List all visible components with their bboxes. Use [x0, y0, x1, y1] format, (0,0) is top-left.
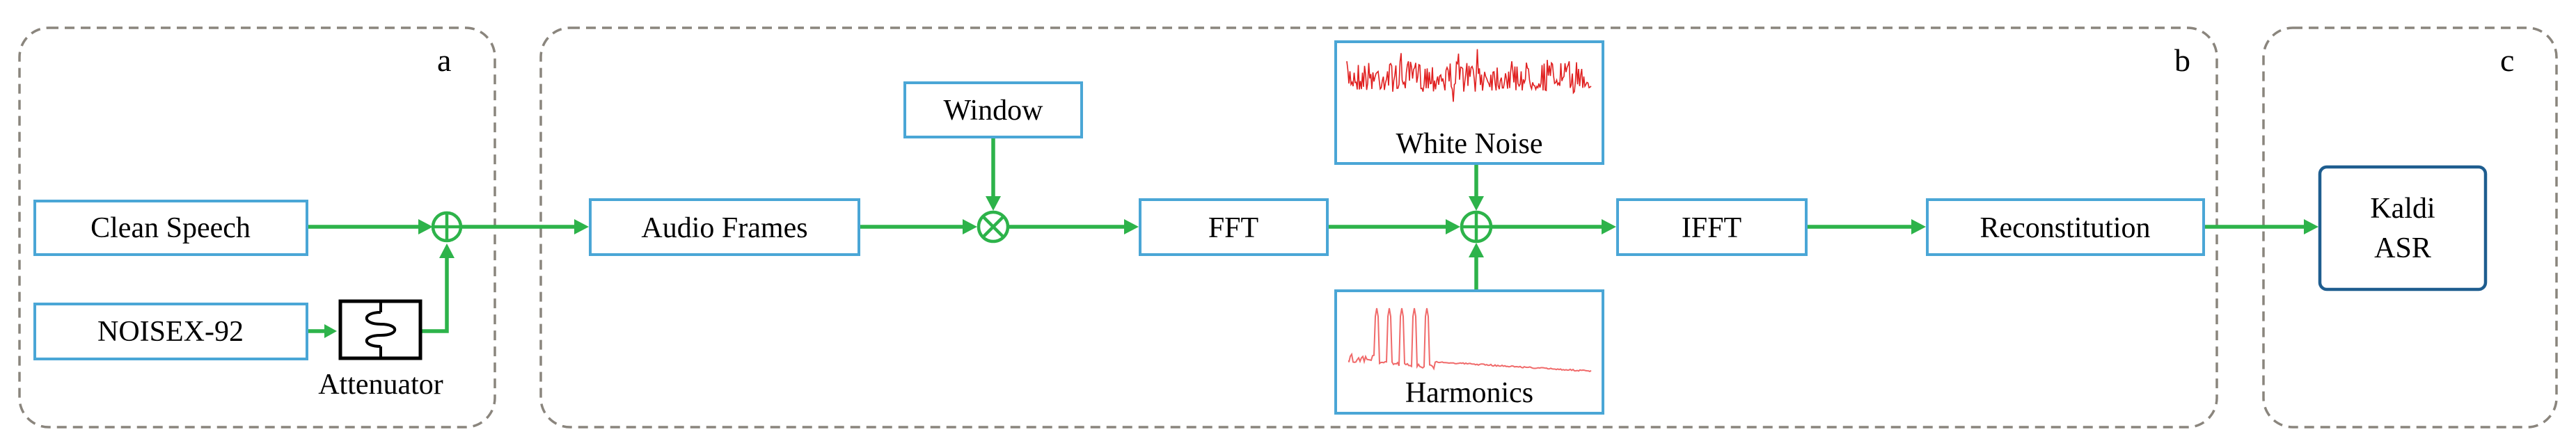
- panel-a-letter: a: [437, 42, 451, 78]
- reconstitution-box: [1926, 198, 2205, 256]
- attenuator-label: Attenuator: [318, 369, 443, 401]
- node-white-noise: White Noise: [1334, 40, 1604, 165]
- arrowhead-multiply-to-fft: [1124, 219, 1139, 234]
- edge-attenuator-to-sum: [420, 250, 449, 333]
- node-ifft: IFFT: [1616, 198, 1808, 256]
- arrowhead-sum-to-frames: [574, 219, 589, 234]
- arrowhead-clean-to-sum: [418, 219, 433, 234]
- node-noisex: NOISEX-92: [33, 303, 308, 360]
- white-noise-box: [1334, 40, 1604, 165]
- panel-c-letter: c: [2500, 42, 2514, 78]
- arrowhead-recon-to-asr: [2304, 219, 2318, 234]
- arrowhead-fft-to-sum: [1446, 219, 1460, 234]
- noisex-box: [33, 303, 308, 360]
- arrowhead-noisex-to-attenuator: [324, 324, 337, 338]
- multiply-operator: [977, 210, 1010, 243]
- window-label: Window: [944, 95, 1044, 127]
- harmonics-box: [1334, 289, 1604, 415]
- sum-operator-a: [431, 211, 463, 243]
- noise-waveform-icon: [1346, 49, 1592, 102]
- node-fft: FFT: [1139, 198, 1329, 256]
- ifft-box: [1616, 198, 1808, 256]
- fft-box: [1139, 198, 1329, 256]
- node-reconstitution: Reconstitution: [1926, 198, 2205, 256]
- ifft-label: IFFT: [1682, 212, 1741, 244]
- node-harmonics: Harmonics: [1334, 289, 1604, 415]
- arrowhead-window-to-multiply: [986, 196, 1001, 211]
- white-noise-label: White Noise: [1396, 128, 1542, 160]
- audio-frames-label: Audio Frames: [641, 212, 807, 244]
- node-window: Window: [903, 81, 1083, 138]
- arrowhead-harmonics-to-sum: [1469, 243, 1484, 257]
- node-audio-frames: Audio Frames: [589, 198, 860, 256]
- window-box: [903, 81, 1083, 138]
- panel-b-letter: b: [2174, 42, 2190, 78]
- harmonic-spectrum-icon: [1348, 307, 1592, 373]
- panel-c-frame: [2262, 26, 2558, 429]
- harmonics-label: Harmonics: [1405, 377, 1533, 409]
- reconstitution-label: Reconstitution: [1980, 212, 2151, 244]
- kaldi-label: Kaldi: [2370, 193, 2435, 225]
- node-kaldi-asr: Kaldi ASR: [2318, 165, 2488, 291]
- arrowhead-attenuator-to-sum: [439, 243, 455, 258]
- kaldi-asr-box: [2318, 165, 2488, 291]
- arrowhead-sum-to-ifft: [1602, 219, 1616, 234]
- clean-speech-box: [33, 200, 308, 256]
- node-attenuator: Attenuator: [318, 299, 443, 401]
- edges: [307, 137, 2318, 338]
- attenuator-coil-icon: [338, 299, 422, 360]
- fft-label: FFT: [1208, 212, 1258, 244]
- panel-c: c: [2262, 26, 2558, 429]
- audio-frames-box: [589, 198, 860, 256]
- sum-operator-b: [1460, 210, 1493, 243]
- arrowhead-ifft-to-recon: [1911, 219, 1926, 234]
- noisex-label: NOISEX-92: [97, 316, 244, 348]
- arrowhead-frames-to-multiply: [963, 219, 977, 234]
- arrowhead-noise-to-sum: [1469, 196, 1484, 211]
- node-clean-speech: Clean Speech: [33, 200, 308, 256]
- asr-label: ASR: [2374, 232, 2431, 264]
- clean-speech-label: Clean Speech: [90, 212, 251, 244]
